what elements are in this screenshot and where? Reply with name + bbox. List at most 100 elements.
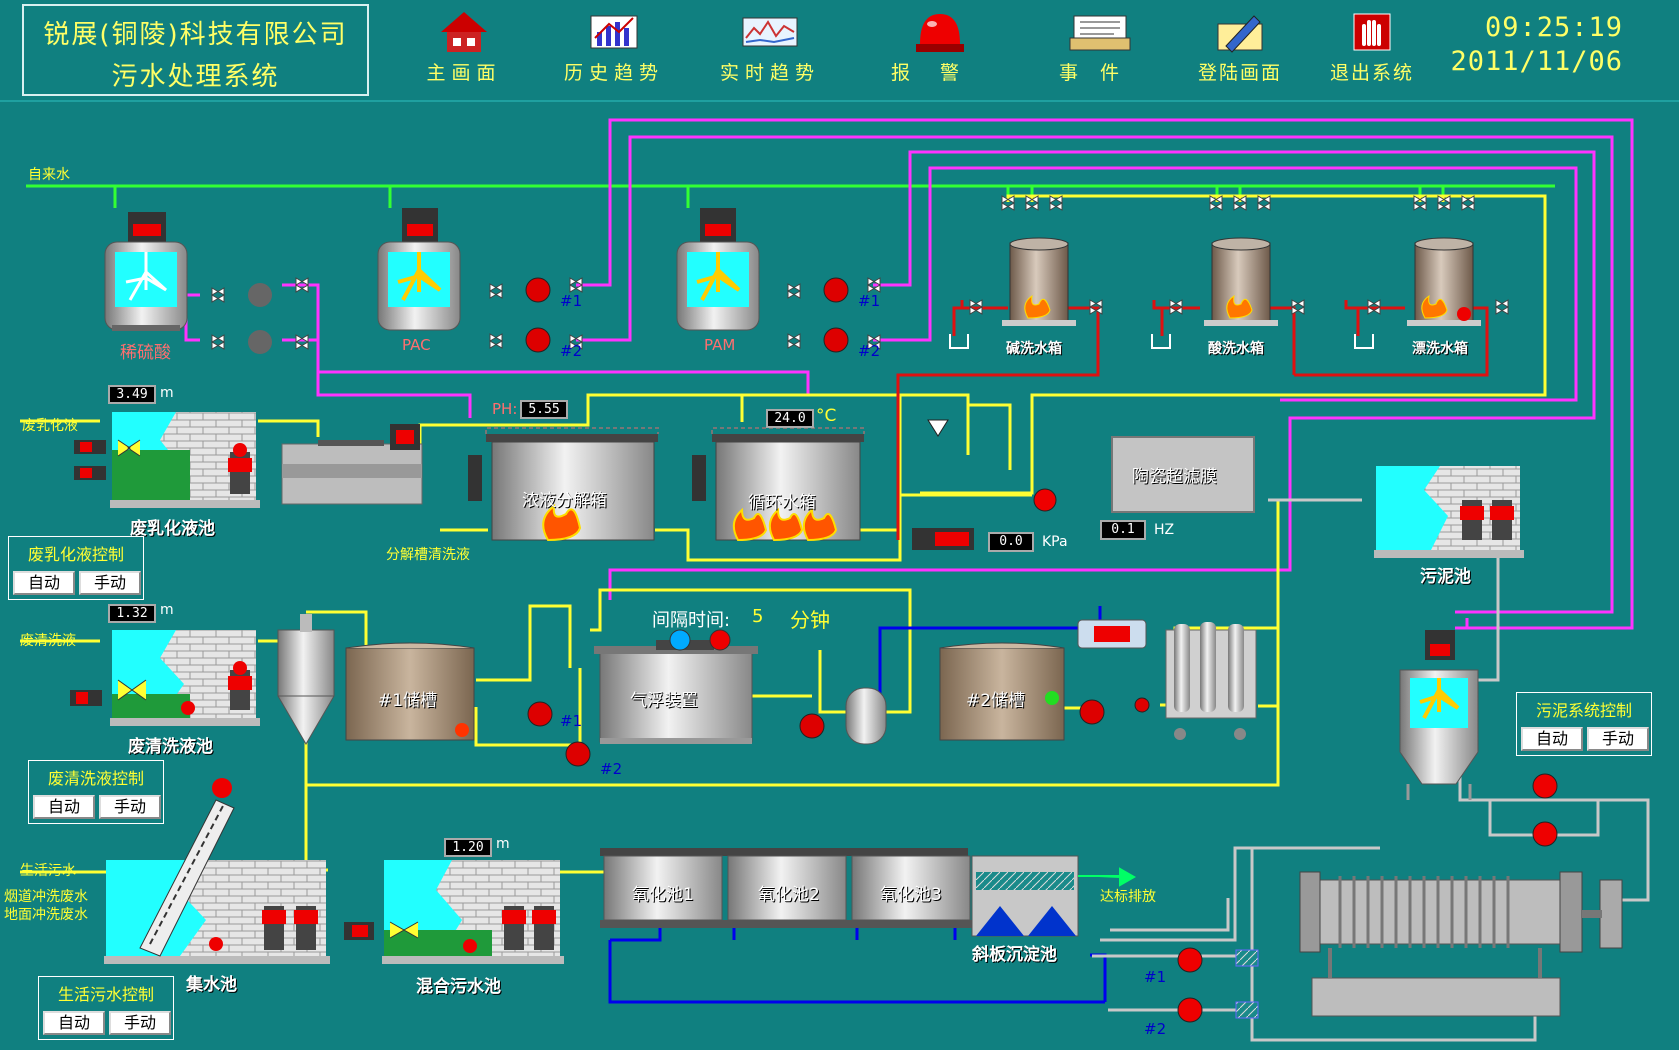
decompose-tank-label: 浓液分解箱 [522,491,607,511]
collect-pool-label: 集水池 [186,975,237,995]
waste-rinse-label: 废清洗液 [20,633,76,649]
nav-login-screen[interactable]: 登陆画面 [1180,8,1300,90]
login-pen-icon [1217,15,1263,53]
pam-mixer-tank [676,208,760,331]
emulsion-pool-label: 废乳化液池 [130,519,215,539]
pac-pump1-label: #1 [560,292,583,310]
emulsion-manual-button[interactable]: 手动 [79,571,141,595]
sludge-pool-label: 污泥池 [1420,567,1471,587]
alkali-wash-tank [1002,237,1076,326]
nav-history-trend[interactable]: 历史趋势 [554,8,674,90]
acid-wash-tank-label: 酸洗水箱 [1208,341,1264,357]
flue-wash-label: 烟道冲洗废水 [4,889,88,905]
nav-realtime-trend-label: 实时趋势 [719,62,820,84]
house-icon [441,12,487,52]
membrane-pump [912,419,1057,550]
nav-event[interactable]: 事件 [1040,8,1160,90]
nav-main-screen[interactable]: 主画面 [404,8,524,90]
stop-hand-icon [1353,13,1391,51]
interval-unit: 分钟 [790,608,830,632]
pac-mixer-tank [377,208,461,331]
pressure-value: 0.0 [988,532,1034,552]
emulsion-control-title: 废乳化液控制 [27,545,124,564]
alarm-light-icon [916,14,964,52]
rinse-level-value: 1.32 [108,604,156,623]
chemical-pipes [184,118,1634,630]
acid-mixer-tank [104,212,188,331]
sludge-auto-button[interactable]: 自动 [1521,727,1583,751]
ox-tank-3-label: 氧化池3 [880,885,942,905]
acid-wash-tank [1204,237,1278,326]
domestic-auto-button[interactable]: 自动 [43,1011,105,1035]
rinse-manual-button[interactable]: 手动 [99,795,161,819]
emulsion-auto-button[interactable]: 自动 [13,571,75,595]
nav-exit-system-label: 退出系统 [1329,62,1414,84]
process-pumps [527,697,1150,767]
temperature-unit: °C [816,406,837,426]
sludge-manual-button[interactable]: 手动 [1587,727,1649,751]
nav-alarm[interactable]: 报警 [880,8,1000,90]
emulsion-pool [74,412,260,508]
pressure-vessel [845,687,887,745]
float-unit-label: 气浮装置 [630,691,698,711]
nav-history-trend-label: 历史趋势 [563,62,664,84]
interval-value: 5 [752,606,764,627]
domestic-control-panel: 生活污水控制 自动 手动 [38,976,174,1040]
alkali-tank-label: 碱洗水箱 [1006,341,1062,357]
rinse-level-unit: m [160,602,174,618]
hydrocyclone [277,614,335,745]
circulation-tank-label: 循环水箱 [748,493,816,513]
settler-label: 斜板沉淀池 [972,945,1057,965]
air-compressor [1077,619,1147,649]
pam-pump1-label: #1 [858,292,881,310]
pam-pump2-label: #2 [858,342,881,360]
rinse-pool-label: 废清洗液池 [128,737,213,757]
printer-icon [1069,15,1131,51]
company-name: 锐展(铜陵)科技有限公司 [43,20,348,50]
company-title-box: 锐展(铜陵)科技有限公司 污水处理系统 [22,4,369,96]
pac-pump2-label: #2 [560,342,583,360]
rinse-control-title: 废清洗液控制 [47,769,144,788]
wash-tank-valves [969,195,1509,315]
acid-tank-label: 稀硫酸 [120,343,171,363]
frequency-value: 0.1 [1100,520,1146,540]
rinse-wash-tank [1407,237,1481,326]
ox-tank-1-label: 氧化池1 [632,885,694,905]
domestic-control-title: 生活污水控制 [57,985,154,1004]
sludge-control-title: 污泥系统控制 [1535,701,1632,720]
nav-exit-system[interactable]: 退出系统 [1312,8,1432,90]
rinse-pool [70,630,260,726]
nav-login-screen-label: 登陆画面 [1197,62,1282,84]
floor-wash-label: 地面冲洗废水 [4,907,88,923]
tap-water-pipe [26,184,1555,208]
dosing-pumps [211,277,881,354]
pressure-unit: KPa [1042,534,1068,550]
discharge-arrow [1078,867,1137,887]
ceramic-membrane-unit [1111,436,1255,513]
waste-emulsion-label: 废乳化液 [22,418,78,434]
collect-pool [104,778,330,964]
ox-tank-2-label: 氧化池2 [758,885,820,905]
emulsion-level-unit: m [160,385,174,401]
storage-tank-2 [939,642,1065,741]
inclined-settler [971,855,1079,937]
storage-1-label: #1储槽 [378,691,438,711]
mixed-level-unit: m [496,836,510,852]
rinse-tank-label: 漂洗水箱 [1412,341,1468,357]
mixed-pool [344,860,564,964]
nav-realtime-trend[interactable]: 实时趋势 [710,8,830,90]
mixed-level-value: 1.20 [444,838,492,857]
emulsion-level-value: 3.49 [108,385,156,404]
storage-tank-1 [345,642,475,741]
sludge-pump1-label: #1 [1144,968,1167,986]
domestic-manual-button[interactable]: 手动 [109,1011,171,1035]
clock-time: 09:25:19 [1484,12,1623,43]
ph-value: 5.55 [520,400,568,419]
rinse-pump2-label: #2 [600,760,623,778]
system-name: 污水处理系统 [111,62,280,92]
rinse-auto-button[interactable]: 自动 [33,795,95,819]
float-unit [594,629,758,744]
sludge-control-panel: 污泥系统控制 自动 手动 [1516,692,1652,756]
circulation-tank [692,427,865,542]
